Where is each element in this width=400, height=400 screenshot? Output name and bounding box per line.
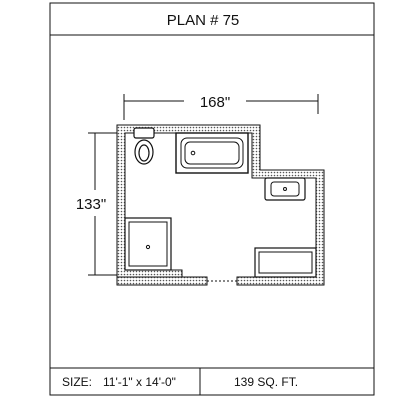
depth-label-mask: [72, 190, 116, 216]
plan-title: PLAN # 75: [167, 12, 240, 29]
size-label: SIZE:: [62, 375, 92, 389]
toilet-icon: [133, 127, 155, 165]
wall-main: [116, 124, 325, 286]
sink-icon: [264, 177, 306, 201]
wall-bottom-left: [116, 276, 208, 286]
width-label-mask: [184, 90, 246, 110]
door-opening: [206, 277, 238, 285]
depth-dimension-label: 133": [76, 196, 106, 213]
bathtub-icon: [175, 132, 249, 174]
width-dimension-label: 168": [200, 94, 230, 111]
size-value: 11'-1" x 14'-0": [103, 375, 176, 389]
area-value: 139 SQ. FT.: [234, 375, 298, 389]
shower-icon: [124, 217, 172, 271]
bench-icon: [254, 247, 317, 278]
